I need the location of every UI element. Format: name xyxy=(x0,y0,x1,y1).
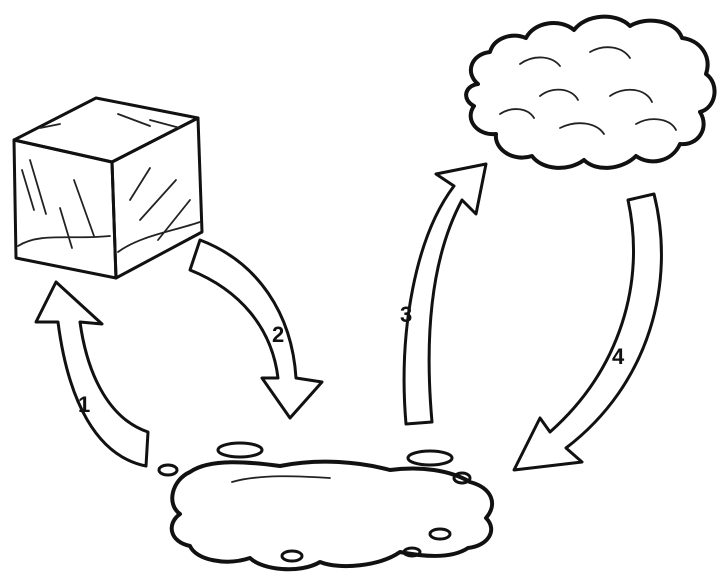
water-puddle-icon xyxy=(157,441,495,572)
arrow-2 xyxy=(188,238,324,420)
arrow-1 xyxy=(34,280,150,468)
ice-cube-icon xyxy=(12,96,204,280)
arrow-label-4: 4 xyxy=(612,344,625,369)
arrow-label-2: 2 xyxy=(272,322,284,347)
arrow-label-3: 3 xyxy=(400,302,412,327)
arrow-label-1: 1 xyxy=(78,392,90,417)
cloud-icon xyxy=(464,14,717,170)
arrow-3 xyxy=(402,162,488,426)
arrow-4 xyxy=(512,192,663,472)
